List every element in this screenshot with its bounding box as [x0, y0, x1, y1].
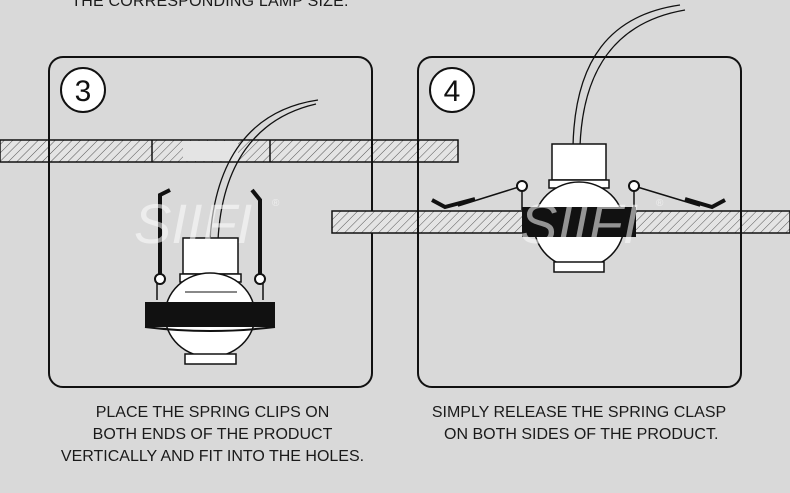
- svg-text:®: ®: [272, 198, 280, 209]
- step-4-wire: [572, 4, 681, 147]
- step-3-caption-line: PLACE THE SPRING CLIPS ON: [95, 404, 330, 421]
- step-4-number-circle: [429, 67, 475, 113]
- step-4-spring-clips: [431, 180, 726, 210]
- step-3-panel: 3: [0, 56, 459, 388]
- step-4-caption-line: ON BOTH SIDES OF THE PRODUCT.: [439, 426, 719, 443]
- step-3-lamp: [144, 237, 276, 365]
- step-4-caption: SIMPLY RELEASE THE SPRING CLASP ON BOTH …: [418, 402, 740, 446]
- step-3-caption-line: VERTICALLY AND FIT INTO THE HOLES.: [60, 448, 365, 465]
- step-3-spring-clips: [154, 188, 266, 300]
- step-4-panel: 4: [331, 4, 790, 388]
- step-4-lamp: [522, 143, 636, 273]
- svg-text:®: ®: [656, 198, 664, 209]
- step-4-number: 4: [444, 75, 461, 108]
- svg-text:SIIFI: SIIFI: [520, 192, 638, 255]
- watermark-right: SIIFI ®: [520, 192, 664, 255]
- step-3-caption-line: BOTH ENDS OF THE PRODUCT: [92, 426, 333, 443]
- step-3-wire: [209, 99, 319, 241]
- step-3-number: 3: [75, 75, 92, 108]
- step-3-number-circle: [60, 67, 106, 113]
- header-caption: THE CORRESPONDING LAMP SIZE.: [71, 0, 349, 10]
- step-3-caption: PLACE THE SPRING CLIPS ON BOTH ENDS OF T…: [50, 402, 375, 468]
- watermark-left: SIIFI ®: [134, 192, 280, 255]
- svg-text:SIIFI: SIIFI: [134, 192, 252, 255]
- step-4-caption-line: SIMPLY RELEASE THE SPRING CLASP: [431, 404, 727, 421]
- step-4-frame: [417, 56, 742, 388]
